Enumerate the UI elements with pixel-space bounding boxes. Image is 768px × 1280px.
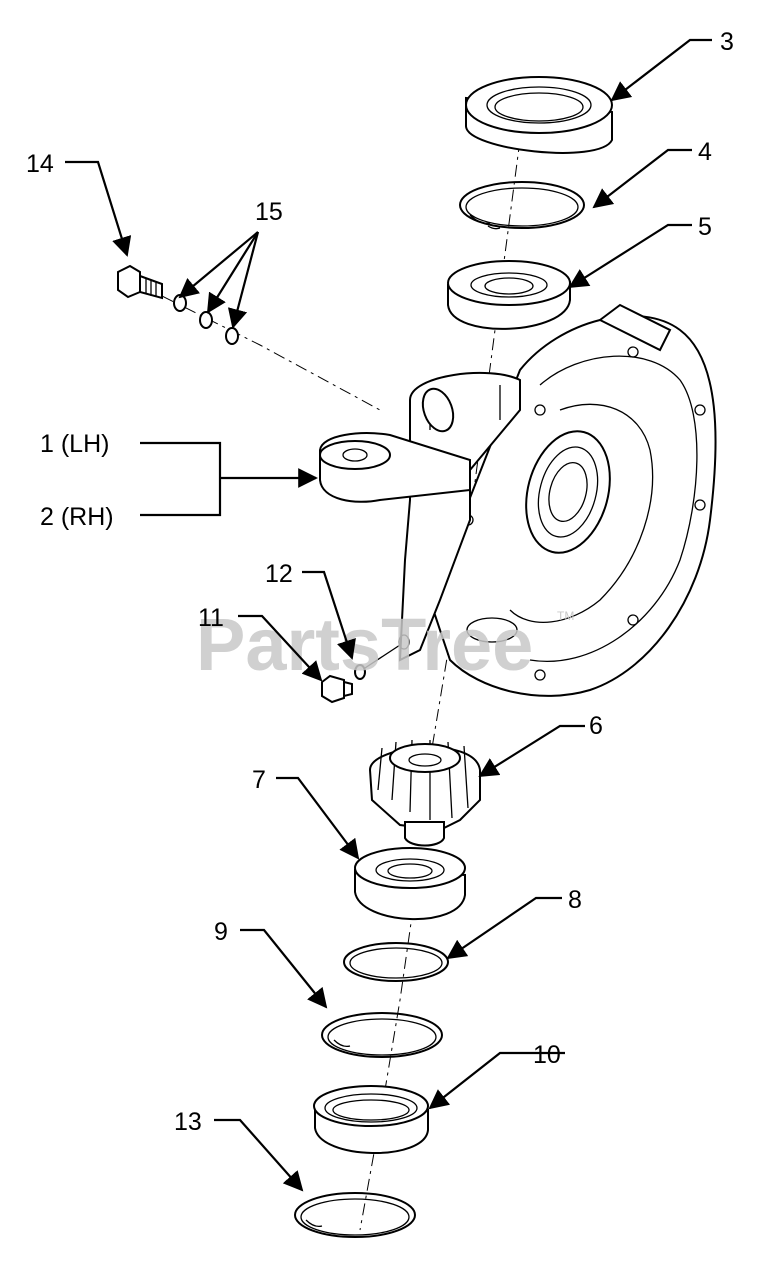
callout-11: 11 [198, 604, 224, 632]
part-4-snap-ring [459, 181, 585, 230]
callout-4: 4 [698, 138, 712, 166]
callout-10: 10 [533, 1041, 561, 1069]
callout-14: 14 [26, 150, 54, 178]
callout-2: 2 (RH) [40, 503, 114, 531]
part-12-washer [354, 634, 410, 680]
part-14-bolt [117, 264, 163, 300]
callout-3: 3 [720, 28, 734, 56]
part-1-2-spindle-housing [319, 303, 717, 697]
callout-6: 6 [589, 712, 603, 740]
leader-lines [65, 38, 712, 1192]
part-11-fitting [321, 674, 353, 704]
part-15-washers [173, 294, 239, 345]
callout-15: 15 [255, 198, 283, 226]
part-5-bearing [447, 260, 571, 330]
part-6-bevel-gear [368, 739, 481, 847]
part-8-o-ring [343, 942, 449, 982]
callout-9: 9 [214, 918, 228, 946]
callout-5: 5 [698, 213, 712, 241]
part-10-seal [313, 1085, 429, 1154]
callout-12: 12 [265, 560, 293, 588]
part-3-seal [465, 76, 613, 154]
part-9-snap-ring [321, 1012, 443, 1058]
callout-13: 13 [174, 1108, 202, 1136]
callout-8: 8 [568, 886, 582, 914]
part-7-bearing [354, 847, 466, 921]
callout-7: 7 [252, 766, 266, 794]
callout-1: 1 (LH) [40, 430, 109, 458]
part-13-snap-ring [294, 1192, 416, 1238]
watermark-trademark: TM [557, 609, 574, 623]
